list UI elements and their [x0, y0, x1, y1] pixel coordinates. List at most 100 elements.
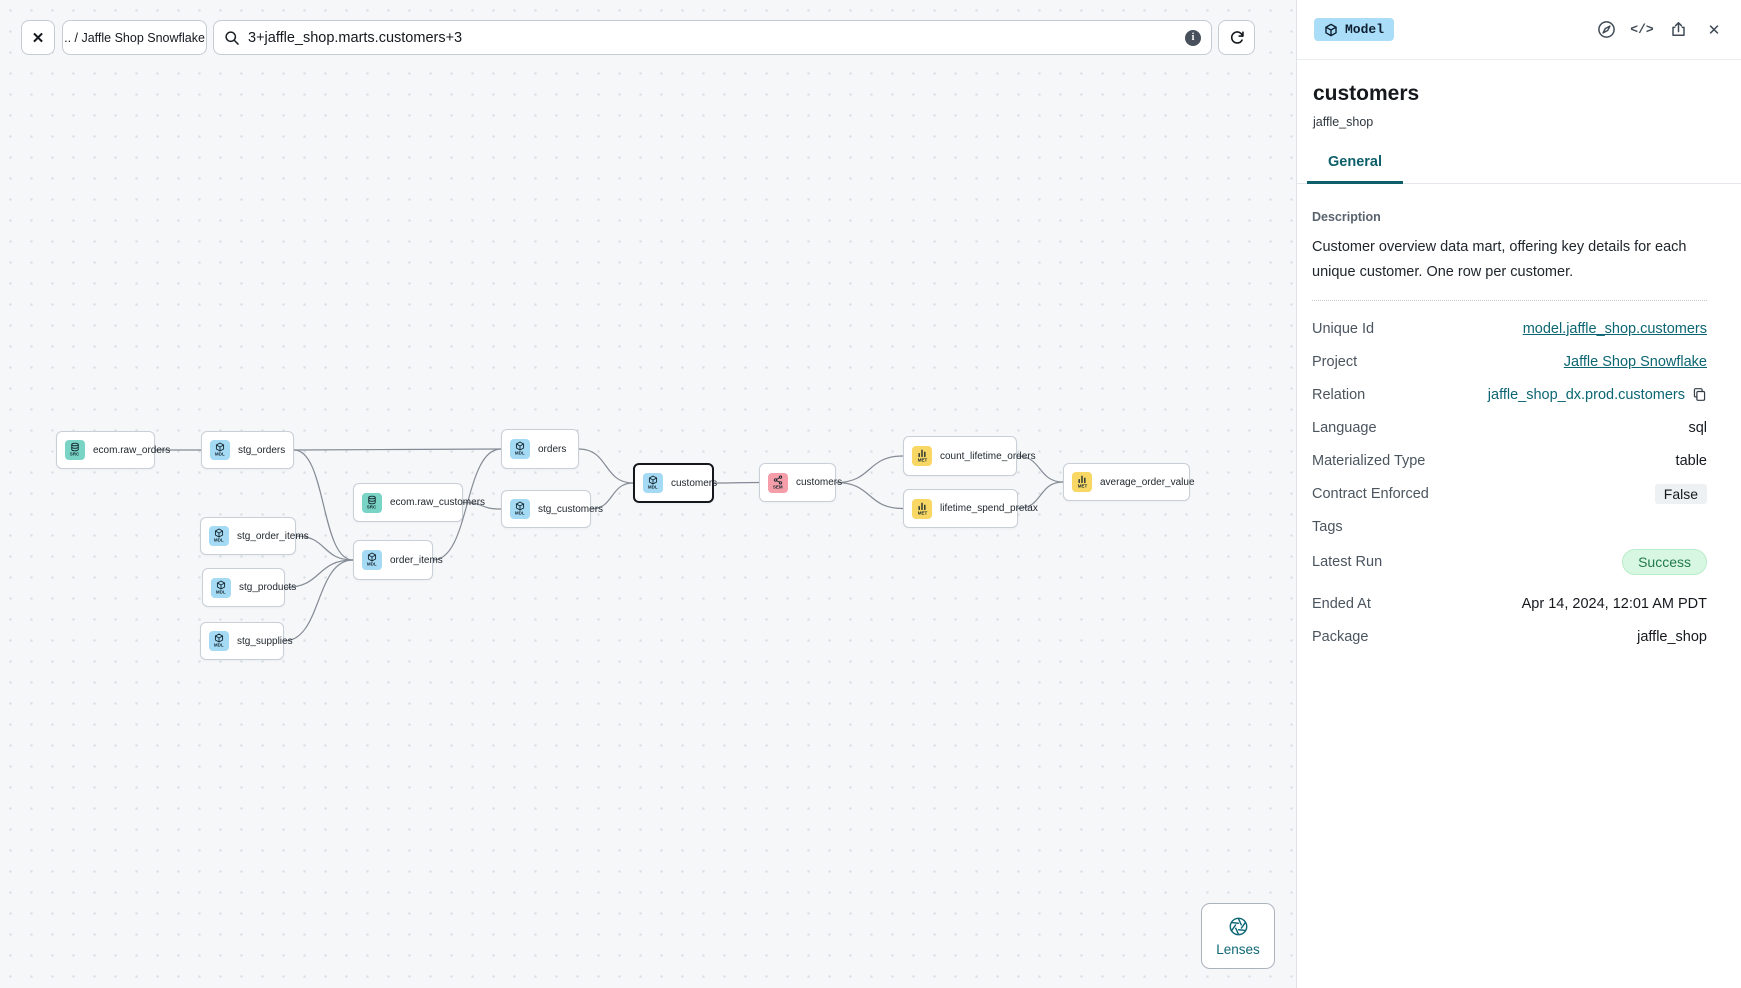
source-database-icon: SRC [362, 492, 382, 513]
close-lineage-button[interactable]: ✕ [21, 20, 55, 55]
lenses-label: Lenses [1216, 941, 1260, 957]
close-icon[interactable]: ✕ [1707, 21, 1721, 39]
description-text: Customer overview data mart, offering ke… [1312, 239, 1687, 280]
lineage-edge [835, 455, 904, 484]
lineage-edge [295, 535, 354, 561]
close-icon: ✕ [31, 29, 45, 47]
resource-type-badge: Model [1314, 18, 1395, 41]
status-badge: Success [1622, 549, 1707, 575]
graph-node-average_order_value[interactable]: MET average_order_value [1063, 463, 1195, 501]
detail-label: Ended At [1312, 595, 1371, 612]
lineage-edge [590, 482, 634, 510]
detail-label: Package [1312, 628, 1369, 645]
resource-type-label: Model [1345, 22, 1385, 37]
details-panel: Model </> ✕ customers jaffle_shop General… [1296, 0, 1741, 988]
lenses-aperture-icon [1229, 917, 1247, 935]
lineage-edge [713, 481, 760, 484]
lineage-edge [1017, 481, 1064, 510]
detail-label: Unique Id [1312, 320, 1375, 337]
search-icon [225, 30, 239, 45]
model-cube-icon: MDL [209, 631, 229, 651]
detail-value: jaffle_shop [1637, 628, 1707, 645]
detail-value-link[interactable]: Jaffle Shop Snowflake [1563, 353, 1707, 370]
model-cube-icon: MDL [510, 499, 530, 519]
share-icon[interactable] [1668, 20, 1688, 40]
lineage-edges [154, 448, 1064, 642]
model-cube-icon: MDL [209, 526, 229, 546]
node-label: order_items [390, 554, 443, 566]
refresh-lineage-button[interactable] [1218, 20, 1255, 55]
metric-chart-icon: MET [912, 446, 932, 466]
graph-node-customers_sem[interactable]: SEM customers [759, 463, 842, 502]
lineage-edge [835, 481, 904, 510]
lenses-button[interactable]: Lenses [1201, 903, 1275, 969]
detail-row: Project Jaffle Shop Snowflake [1312, 351, 1707, 372]
model-cube-icon: MDL [510, 439, 530, 459]
detail-label: Materialized Type [1312, 452, 1426, 469]
semantic-model-icon: SEM [768, 472, 788, 493]
lineage-edge [283, 559, 354, 642]
info-icon[interactable]: i [1185, 29, 1201, 46]
node-label: customers [671, 477, 718, 489]
breadcrumb[interactable]: .. / Jaffle Shop Snowflake [62, 20, 207, 55]
detail-value: table [1675, 452, 1707, 469]
graph-node-raw_customers[interactable]: SRC ecom.raw_customers [353, 483, 485, 522]
refresh-icon [1230, 30, 1244, 44]
description-heading: Description [1312, 210, 1381, 224]
lineage-compass-icon[interactable] [1596, 20, 1616, 40]
node-label: average_order_value [1100, 476, 1195, 488]
node-label: stg_products [239, 582, 297, 593]
detail-row: Unique Id model.jaffle_shop.customers [1312, 318, 1707, 339]
lineage-edge [293, 448, 502, 451]
graph-node-count_lifetime_orders[interactable]: MET count_lifetime_orders [903, 436, 1036, 476]
page-title: customers [1313, 82, 1420, 105]
node-label: ecom.raw_orders [93, 444, 171, 456]
contract-badge: False [1654, 483, 1707, 504]
lineage-edge [1016, 455, 1064, 483]
lineage-selector-box: i [213, 20, 1212, 55]
detail-value-link[interactable]: model.jaffle_shop.customers [1522, 320, 1707, 337]
model-cube-icon: MDL [211, 577, 231, 598]
details-panel-header: Model </> ✕ [1297, 0, 1741, 60]
relation-value: jaffle_shop_dx.prod.customers [1487, 386, 1685, 403]
graph-node-stg_orders[interactable]: MDL stg_orders [201, 431, 294, 469]
lineage-edge [284, 559, 354, 589]
graph-node-stg_products[interactable]: MDL stg_products [202, 568, 296, 607]
divider [1312, 300, 1707, 301]
tab-bar: General [1297, 154, 1741, 184]
detail-value: jaffle_shop_dx.prod.customers [1488, 387, 1707, 403]
lineage-edge [578, 448, 634, 484]
model-cube-icon: MDL [210, 440, 230, 460]
package-subtitle: jaffle_shop [1313, 115, 1374, 129]
detail-label: Relation [1312, 386, 1366, 403]
detail-label: Tags [1312, 518, 1343, 535]
detail-row: Package jaffle_shop [1312, 626, 1707, 647]
detail-label: Project [1312, 353, 1358, 370]
node-label: lifetime_spend_pretax [940, 503, 1038, 514]
metric-chart-icon: MET [1072, 472, 1092, 492]
detail-value: Apr 14, 2024, 12:01 AM PDT [1521, 595, 1707, 612]
node-label: stg_orders [238, 444, 286, 456]
node-label: ecom.raw_customers [390, 497, 486, 508]
copy-icon[interactable] [1692, 387, 1707, 402]
node-label: count_lifetime_orders [940, 450, 1036, 462]
lineage-selector-input[interactable] [248, 29, 1177, 46]
node-label: stg_supplies [237, 635, 293, 647]
tab-general[interactable]: General [1307, 154, 1403, 184]
code-icon[interactable]: </> [1630, 22, 1654, 37]
node-label: customers [796, 477, 843, 488]
detail-label: Latest Run [1312, 554, 1383, 570]
detail-label: Language [1312, 419, 1377, 436]
graph-node-stg_supplies[interactable]: MDL stg_supplies [200, 622, 293, 660]
detail-row: Relation jaffle_shop_dx.prod.customers [1312, 384, 1707, 405]
